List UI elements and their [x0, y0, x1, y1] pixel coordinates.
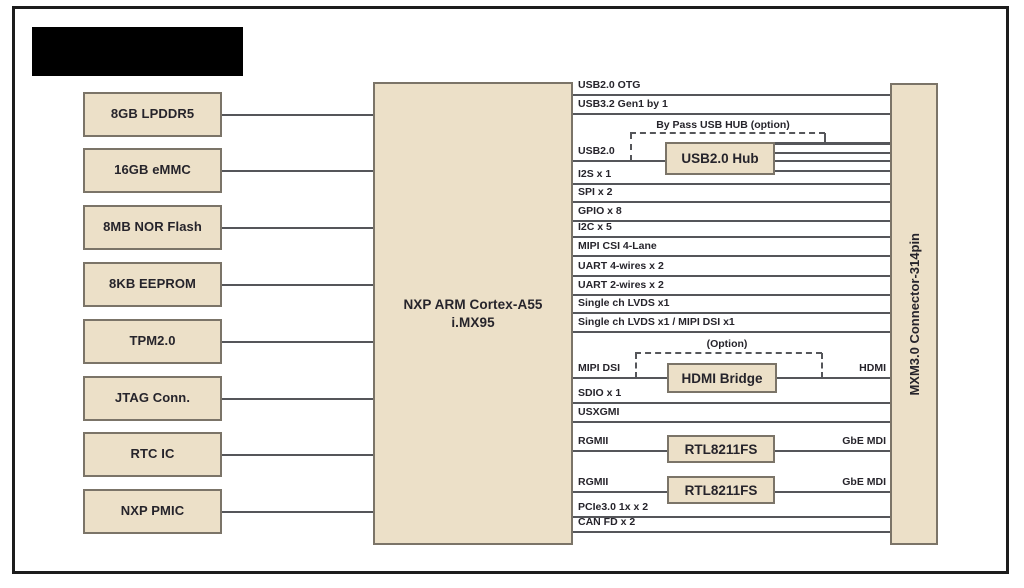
option-label: (Option) — [706, 338, 748, 350]
bus-label: GPIO x 8 — [578, 205, 622, 217]
cpu-label-line1: NXP ARM Cortex-A55 — [403, 296, 543, 312]
module-connection-line — [222, 113, 373, 116]
module-block: 8KB EEPROM — [83, 262, 222, 307]
module-label: TPM2.0 — [129, 333, 176, 349]
module-block: 16GB eMMC — [83, 148, 222, 193]
bus-line — [573, 331, 890, 333]
module-label: 8GB LPDDR5 — [110, 106, 195, 122]
hub-output-line — [775, 170, 890, 172]
option-bypass-line-v — [635, 353, 637, 378]
bus-line — [573, 113, 890, 115]
module-label: RTC IC — [130, 446, 175, 462]
bus-label: CAN FD x 2 — [578, 516, 636, 528]
bus-label: I2C x 5 — [578, 221, 612, 233]
bus-label: USB2.0 OTG — [578, 79, 641, 91]
bus-label: Single ch LVDS x1 / MIPI DSI x1 — [578, 316, 735, 328]
bus-line — [573, 94, 890, 96]
bus-line — [573, 294, 890, 296]
option-bypass-line-v — [821, 353, 823, 378]
option-label: By Pass USB HUB (option) — [656, 119, 790, 131]
bus-label: RGMII — [578, 476, 609, 488]
hub-output-line — [775, 152, 890, 154]
bus-label: USB3.2 Gen1 by 1 — [578, 98, 668, 110]
option-bypass-line-h — [630, 132, 825, 134]
bus-line — [573, 421, 890, 423]
module-block: TPM2.0 — [83, 319, 222, 364]
bus-line — [573, 312, 890, 314]
bus-label: SDIO x 1 — [578, 387, 622, 399]
bus-line — [573, 201, 890, 203]
bus-label: PCIe3.0 1x x 2 — [578, 501, 649, 513]
bus-line — [573, 183, 890, 185]
bus-label: UART 2-wires x 2 — [578, 279, 664, 291]
bus-label: MIPI DSI — [578, 362, 621, 374]
bus-label: I2S x 1 — [578, 168, 612, 180]
module-block: 8MB NOR Flash — [83, 205, 222, 250]
bus-label: USXGMI — [578, 406, 620, 418]
hub-output-line — [775, 142, 890, 145]
module-block: RTC IC — [83, 432, 222, 477]
bus-right-label: GbE MDI — [842, 476, 886, 488]
module-label: 8KB EEPROM — [109, 276, 196, 292]
module-label: JTAG Conn. — [114, 390, 191, 406]
bus-right-label: GbE MDI — [842, 435, 886, 447]
module-connection-line — [222, 283, 373, 286]
bus-label: SPI x 2 — [578, 186, 613, 198]
bus-line — [573, 236, 890, 238]
bus-label: Single ch LVDS x1 — [578, 297, 670, 309]
module-connection-line — [222, 510, 373, 513]
module-label: 16GB eMMC — [114, 162, 191, 178]
bus-line — [573, 255, 890, 257]
bus-label: USB2.0 — [578, 145, 615, 157]
module-connection-line — [222, 226, 373, 229]
component-block-hdmi-bridge: HDMI Bridge — [667, 363, 777, 393]
bus-line — [573, 402, 890, 404]
redacted-logo-block — [32, 27, 243, 76]
bus-line — [573, 516, 890, 518]
module-label: NXP PMIC — [120, 503, 185, 519]
module-label: 8MB NOR Flash — [103, 219, 202, 235]
bus-label: UART 4-wires x 2 — [578, 260, 664, 272]
module-block: NXP PMIC — [83, 489, 222, 534]
module-connection-line — [222, 340, 373, 343]
bus-line — [573, 220, 890, 222]
mxm-connector-block: MXM3.0 Connector-314pin — [890, 83, 938, 545]
cpu-block: NXP ARM Cortex-A55 i.MX95 — [373, 82, 573, 545]
module-block: JTAG Conn. — [83, 376, 222, 421]
module-block: 8GB LPDDR5 — [83, 92, 222, 137]
bus-line — [573, 531, 890, 533]
module-connection-line — [222, 169, 373, 172]
module-connection-line — [222, 397, 373, 400]
option-bypass-line-v — [824, 133, 826, 144]
option-bypass-line-v — [630, 133, 632, 161]
module-connection-line — [222, 453, 373, 456]
bus-right-label: HDMI — [859, 362, 886, 374]
mxm-connector-label: MXM3.0 Connector-314pin — [906, 232, 922, 396]
option-bypass-line-h — [635, 352, 822, 354]
bus-line — [573, 275, 890, 277]
component-block-eth-phy-1: RTL8211FS — [667, 435, 775, 463]
bus-label: MIPI CSI 4-Lane — [578, 240, 657, 252]
cpu-label-line2: i.MX95 — [451, 314, 495, 330]
component-block-eth-phy-2: RTL8211FS — [667, 476, 775, 504]
bus-label: RGMII — [578, 435, 609, 447]
component-block-usb-hub: USB2.0 Hub — [665, 142, 775, 175]
